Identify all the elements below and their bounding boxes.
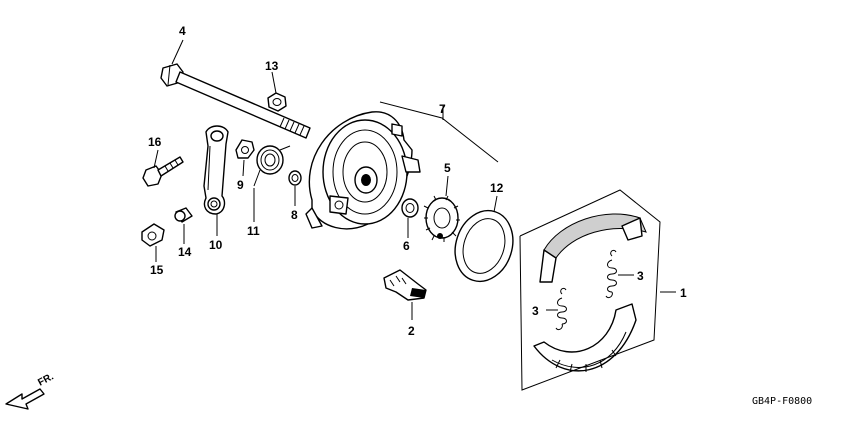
callout-3-right: 3 [637, 269, 644, 283]
wear-indicator [235, 139, 255, 159]
front-direction-arrow: FR. [5, 371, 56, 410]
leader-lines [153, 39, 676, 391]
callout-13: 13 [265, 59, 279, 73]
shoe-spring-right [605, 249, 617, 299]
figure-code: GB4P-F0800 [752, 396, 812, 407]
shoe-spring-left [555, 287, 567, 331]
nut [267, 92, 287, 112]
callout-11: 11 [247, 224, 260, 238]
brake-panel [305, 111, 421, 230]
speedometer-gear [423, 195, 460, 242]
washer-small [288, 170, 302, 186]
callout-10: 10 [209, 238, 223, 252]
axle-bolt [160, 63, 311, 139]
bolt [142, 156, 184, 187]
callout-14: 14 [178, 245, 192, 259]
callout-8: 8 [291, 208, 298, 222]
callouts: 1 2 3 3 4 5 6 7 8 9 10 11 12 13 14 15 16 [148, 24, 687, 338]
brake-arm [203, 125, 229, 215]
callout-9: 9 [237, 178, 244, 192]
grommet [174, 207, 193, 223]
dust-seal [454, 209, 514, 283]
brake-shoe-lower [533, 303, 637, 373]
callout-16: 16 [148, 135, 162, 149]
callout-6: 6 [403, 239, 410, 253]
return-spring [253, 145, 291, 187]
callout-3-left: 3 [532, 304, 539, 318]
brake-cam [383, 269, 427, 301]
adjuster-nut [141, 223, 165, 247]
callout-2: 2 [408, 324, 415, 338]
callout-5: 5 [444, 161, 451, 175]
washer-large [401, 198, 419, 218]
callout-4: 4 [179, 24, 186, 38]
direction-label: FR. [36, 371, 56, 388]
callout-15: 15 [150, 263, 164, 277]
callout-1: 1 [680, 286, 687, 300]
brake-shoe-upper [539, 213, 647, 283]
callout-12: 12 [490, 181, 504, 195]
callout-7: 7 [439, 102, 446, 116]
